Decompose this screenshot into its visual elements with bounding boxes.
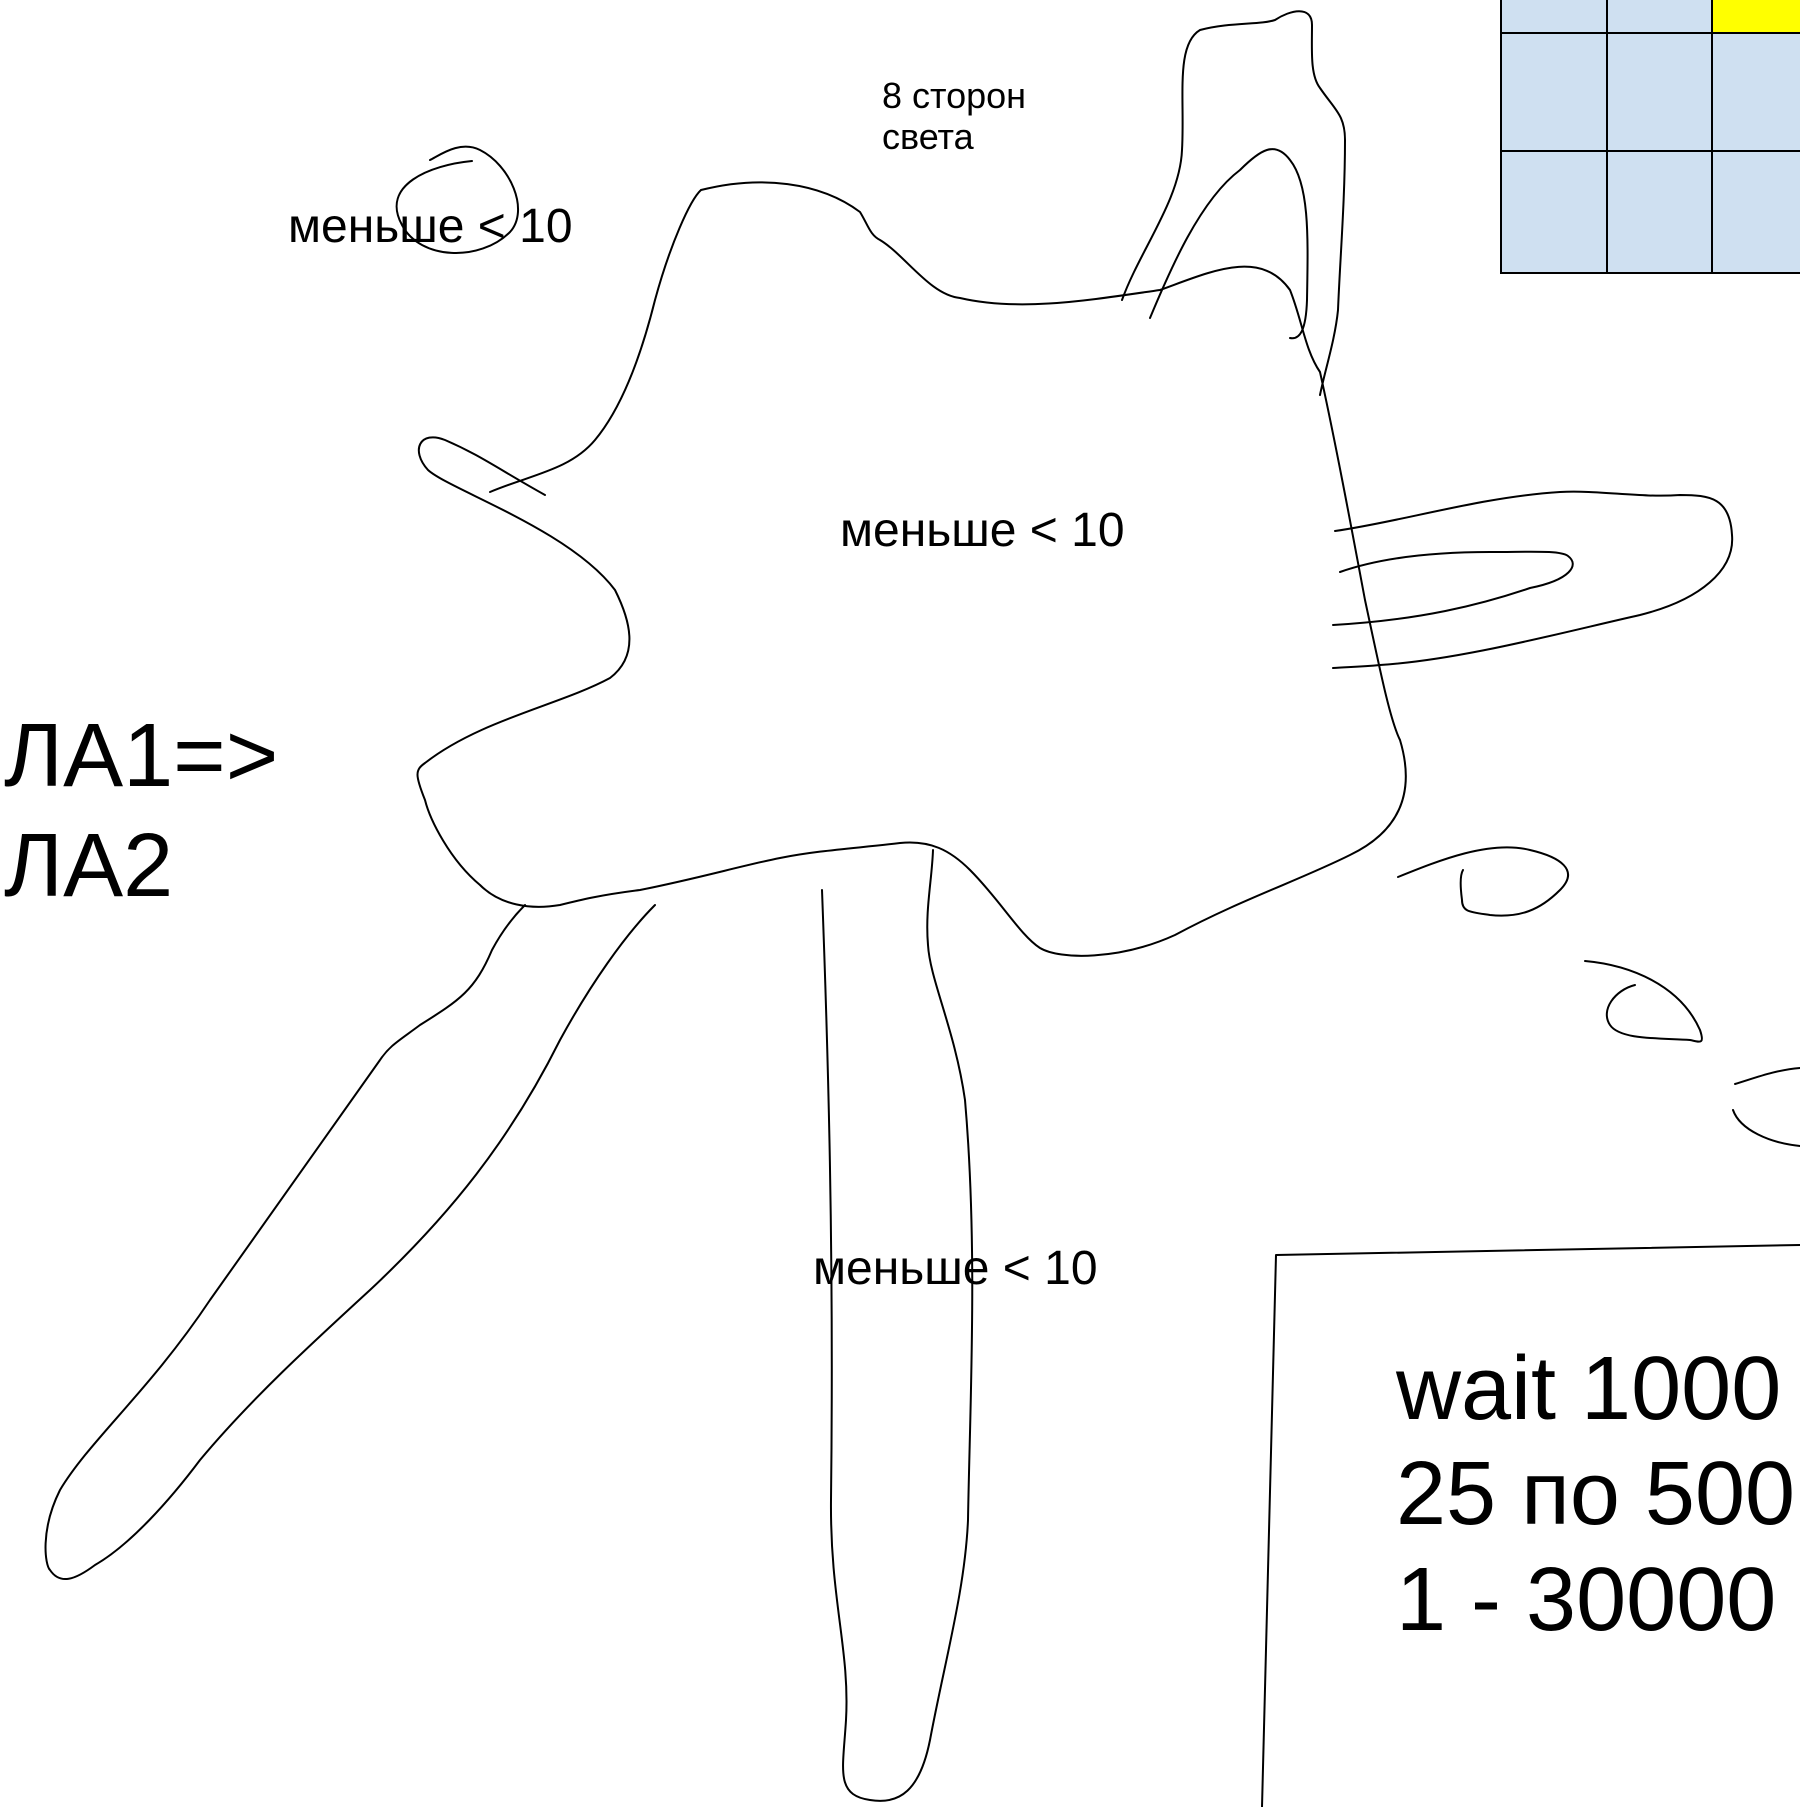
bottom-leg <box>821 849 974 1802</box>
small-loop-label: меньше < 10 <box>288 200 573 253</box>
grid-cell <box>1606 32 1713 152</box>
right-lobe <box>1332 490 1734 669</box>
small-loop-stroke <box>395 145 520 254</box>
grid-cell <box>1500 150 1608 274</box>
top-tall-arc <box>1121 10 1346 396</box>
grid-cell <box>1711 32 1800 152</box>
small-loop-right-1 <box>1397 846 1570 917</box>
grid-cell <box>1606 150 1713 274</box>
directions-label: 8 сторон света <box>882 75 1082 157</box>
grid-cell <box>1500 32 1608 152</box>
directions-line-1: 8 сторон <box>882 75 1027 116</box>
grid-cell <box>1711 0 1800 34</box>
inner-top-loop <box>1149 148 1309 340</box>
la-line-1: ЛА1=> <box>4 706 279 806</box>
main-blob-outline <box>416 181 1407 957</box>
right-lobe-inner <box>1332 550 1574 626</box>
grid-cell <box>1500 0 1608 34</box>
wait-box-text: wait 1000 25 по 500 1 - 30000 <box>1396 1337 1795 1653</box>
wait-line-2: 25 по 500 <box>1396 1444 1796 1545</box>
wait-line-1: wait 1000 <box>1396 1339 1782 1439</box>
center-label: меньше < 10 <box>840 504 1125 557</box>
color-grid <box>1500 0 1800 274</box>
wait-line-3: 1 - 30000 <box>1396 1549 1777 1650</box>
small-loop-right-3 <box>1732 1067 1800 1147</box>
grid-cell <box>1606 0 1713 34</box>
directions-line-2: света <box>882 115 974 157</box>
left-leg <box>44 904 656 1580</box>
la-label: ЛА1=> ЛА2 <box>4 702 344 922</box>
grid-cell <box>1711 150 1800 274</box>
la-line-2: ЛА2 <box>4 815 174 916</box>
small-loop-right-2 <box>1584 960 1703 1043</box>
wait-box-outline <box>1261 1244 1800 1807</box>
bottom-label: меньше < 10 <box>813 1242 1098 1295</box>
